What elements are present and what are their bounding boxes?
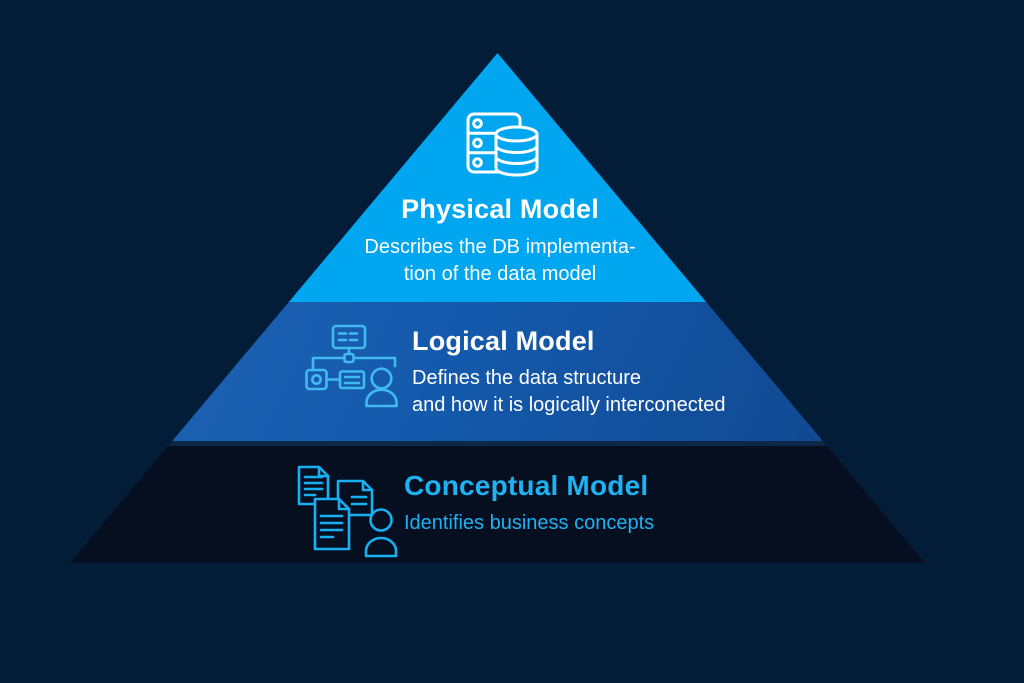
tier-conceptual-band <box>70 441 925 563</box>
tier-conceptual-description: Identifies business concepts <box>404 510 654 537</box>
tier-physical-title: Physical Model <box>401 194 599 224</box>
tier-physical-description: Describes the DB implementa- tion of the… <box>305 234 695 288</box>
tier-logical-description: Defines the data structure and how it is… <box>412 365 726 419</box>
tier-logical-title: Logical Model <box>412 326 595 356</box>
hierarchy-person-icon <box>303 323 399 409</box>
description-line: tion of the data model <box>403 263 597 285</box>
description-line: Defines the data structure <box>412 367 642 389</box>
description-line: Identifies business concepts <box>404 512 655 534</box>
server-database-icon <box>466 108 540 178</box>
description-line: Describes the DB implementa- <box>364 236 636 258</box>
description-line: and how it is logically interconected <box>412 394 726 416</box>
documents-person-icon <box>296 464 400 558</box>
tier-conceptual-title: Conceptual Model <box>404 470 649 501</box>
